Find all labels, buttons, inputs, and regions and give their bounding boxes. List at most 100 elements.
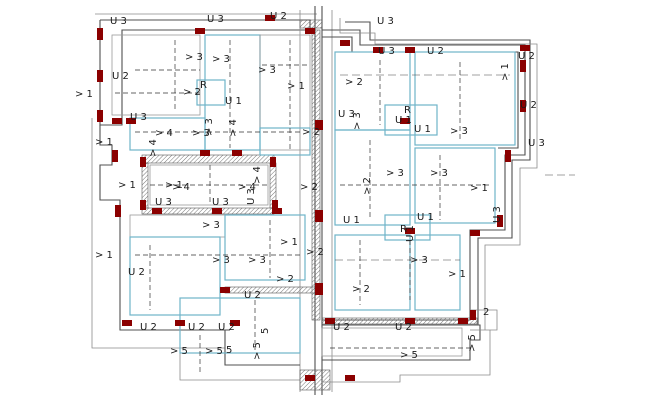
room-label: > 1 [287, 81, 305, 92]
room-label: U 3 [212, 197, 229, 208]
column-marker [200, 150, 210, 156]
room-label: > 4 [228, 119, 239, 137]
room-label: U 2 [188, 322, 205, 333]
room-label: > 1 [75, 89, 93, 100]
room-label: > 1 [280, 237, 298, 248]
room-label: U 2 [520, 100, 537, 111]
room-label: U 1 [395, 115, 412, 126]
room-label: U 2 [244, 290, 261, 301]
column-marker [470, 230, 480, 236]
room-label: > 1 [470, 183, 488, 194]
column-marker [458, 318, 468, 324]
column-marker [140, 200, 146, 210]
room-label: U 3 [207, 14, 224, 25]
room-label: > 4 [148, 139, 159, 157]
room-label: > 3 [450, 126, 468, 137]
column-marker [315, 283, 323, 295]
room-label: > 2 [302, 127, 320, 138]
room-label: > 4 [252, 166, 263, 184]
room-label: > 1 [118, 180, 136, 191]
room-label: > 2 [183, 87, 201, 98]
column-marker [97, 110, 103, 122]
room-label: 5 [226, 345, 232, 356]
room-label: U 2 [518, 51, 535, 62]
room-label: > 3 [204, 118, 215, 136]
room-label: > 1 [95, 137, 113, 148]
column-marker [497, 215, 503, 227]
column-marker [272, 208, 282, 214]
room-label: > 5 [170, 346, 188, 357]
room-label: 2 [483, 307, 489, 318]
column-marker [126, 118, 136, 124]
room-label: > 1 [448, 269, 466, 280]
room-label: U 1 [343, 215, 360, 226]
room-label: R [200, 80, 207, 91]
column-marker [112, 150, 118, 162]
column-marker [400, 118, 410, 124]
column-marker [230, 320, 240, 326]
room-label: U 1 [414, 124, 431, 135]
column-marker [345, 375, 355, 381]
room-label: U 2 [427, 46, 444, 57]
column-marker [272, 200, 278, 210]
column-marker [212, 208, 222, 214]
room-label: > 3 [248, 255, 266, 266]
column-marker [520, 100, 526, 112]
column-marker [405, 318, 415, 324]
room-label: U 3 [377, 16, 394, 27]
column-marker [97, 28, 103, 40]
room-label: 5 [260, 328, 271, 334]
column-marker [305, 375, 315, 381]
room-label: U 1 [225, 96, 242, 107]
room-label: U 1 [417, 212, 434, 223]
room-label: R [400, 224, 407, 235]
room-label: U 2 [128, 267, 145, 278]
column-marker [505, 150, 511, 162]
room-label: U 3 [155, 197, 172, 208]
room-label: > 2 [352, 284, 370, 295]
column-marker [152, 208, 162, 214]
room-label: U 2 [140, 322, 157, 333]
room-label: > 4 [238, 182, 256, 193]
room-label: U 2 [333, 322, 350, 333]
room-label: > 2 [306, 247, 324, 258]
column-marker [97, 70, 103, 82]
room-label: > 5 [467, 334, 478, 352]
room-label: R [404, 105, 411, 116]
column-marker [405, 47, 415, 53]
column-marker [112, 118, 122, 124]
room-label: > 1 [165, 180, 183, 191]
column-marker [305, 28, 315, 34]
dashed-guides [115, 40, 575, 372]
room-label: U 3 [378, 46, 395, 57]
column-marker [140, 157, 146, 167]
column-marker [520, 60, 526, 72]
room-label: > 3 [352, 112, 363, 130]
column-marker [315, 120, 323, 130]
room-label: > 2 [345, 77, 363, 88]
room-label: > 3 [430, 168, 448, 179]
column-marker [520, 45, 530, 51]
room-label: U 3 [130, 112, 147, 123]
room-label: > 1 [500, 63, 511, 81]
room-label: > 2 [276, 274, 294, 285]
room-label: > 3 [410, 255, 428, 266]
column-marker [232, 150, 242, 156]
room-label: U 3 [246, 188, 257, 205]
column-marker [115, 205, 121, 217]
room-label: > 3 [212, 54, 230, 65]
room-label: U 2 [112, 71, 129, 82]
room-label: U 2 [270, 11, 287, 22]
column-marker [405, 228, 415, 234]
column-marker [315, 210, 323, 222]
room-label: U 3 [338, 109, 355, 120]
room-label: > 3 [212, 255, 230, 266]
room-label: > 1 [95, 250, 113, 261]
column-marker [175, 320, 185, 326]
room-label: U 3 [528, 138, 545, 149]
room-label: U 2 [395, 322, 412, 333]
room-label: > 2 [300, 182, 318, 193]
column-marker [340, 40, 350, 46]
